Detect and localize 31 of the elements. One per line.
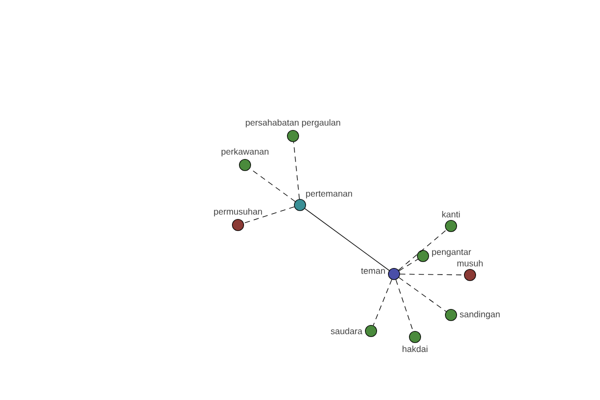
circle-node: permusuhan [214, 208, 262, 231]
connector-line [396, 279, 414, 332]
connector-line [400, 274, 464, 276]
connector-line [398, 277, 446, 312]
connector-line [372, 279, 392, 326]
circle-node: pengantar [417, 249, 472, 262]
connector-line [398, 230, 447, 270]
circle-node: persahabatan pergaulan [246, 119, 340, 142]
circle-node: perkawanan [222, 148, 268, 171]
node-label: kanti [442, 210, 460, 218]
circle-node: sandingan [445, 309, 500, 321]
node-label: pertemanan [306, 190, 352, 198]
connector-line [398, 258, 418, 272]
connector-line [304, 208, 390, 271]
connector-line [293, 142, 300, 200]
node-label: saudara [330, 328, 362, 334]
circle-node: hakdai [402, 331, 428, 352]
node-label: hakdai [402, 346, 428, 352]
node-label: perkawanan [222, 148, 268, 156]
circle-node: saudara [330, 325, 377, 337]
connector-line [243, 206, 295, 224]
node-label: sandingan [460, 310, 500, 320]
circle-node: musuh [457, 260, 483, 281]
circle-node: pertemanan [294, 190, 352, 211]
node-label: permusuhan [214, 208, 262, 216]
node-label: teman [361, 268, 385, 274]
node-label: persahabatan pergaulan [246, 119, 340, 128]
node-label: musuh [457, 260, 483, 266]
circle-node: teman [361, 268, 400, 280]
node-label: pengantar [432, 249, 472, 257]
circle-node: kanti [442, 210, 460, 232]
